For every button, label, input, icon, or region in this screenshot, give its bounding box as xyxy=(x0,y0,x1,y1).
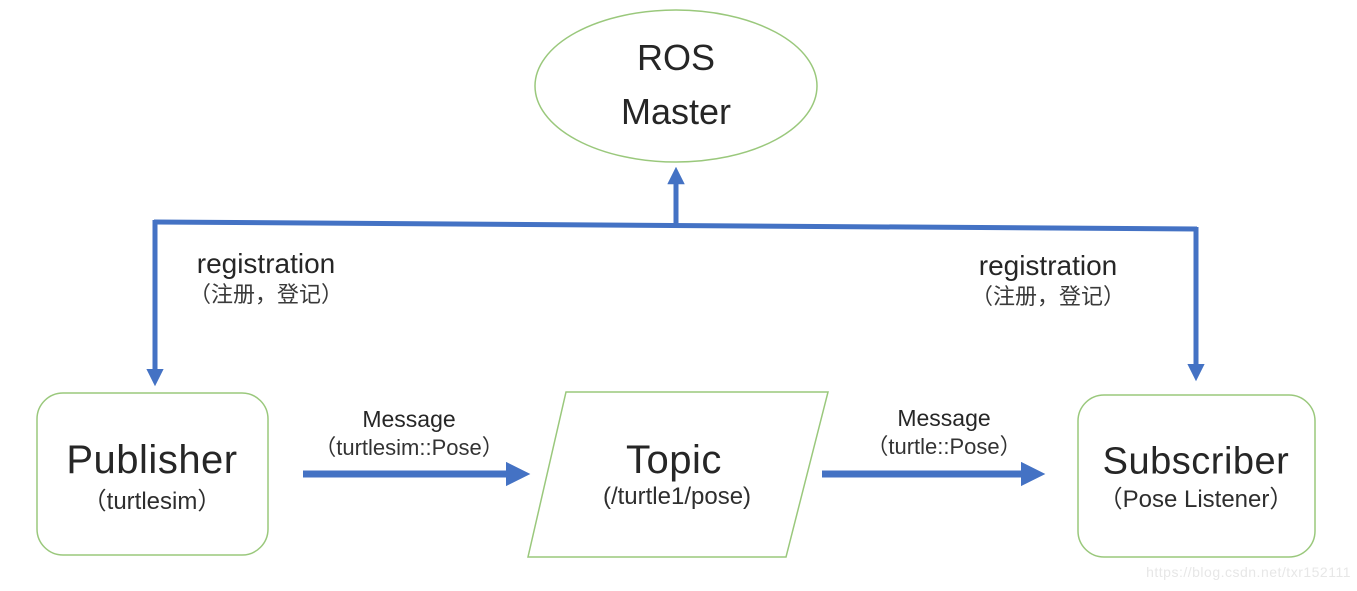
message-left-text: Message xyxy=(362,405,456,432)
subscriber-box xyxy=(1077,394,1316,558)
registration-left-text: registration xyxy=(196,247,336,279)
message-left-label: Message （turtlesim::Pose） xyxy=(314,405,504,461)
message-right-label: Message （turtle::Pose） xyxy=(866,404,1021,460)
ros-master-line1: ROS xyxy=(636,37,715,78)
subscriber-subtitle: （Pose Listener） xyxy=(1098,486,1294,513)
message-right-subtext: （turtle::Pose） xyxy=(866,433,1022,459)
ros-master-line2: Master xyxy=(620,91,732,132)
registration-right-text: registration xyxy=(978,249,1118,281)
publisher-subtitle: （turtlesim） xyxy=(82,488,222,515)
registration-right-subtext: （注册，登记） xyxy=(970,283,1126,309)
subscriber-title: Subscriber xyxy=(1102,440,1290,483)
message-left-subtext: （turtlesim::Pose） xyxy=(314,434,504,460)
csdn-watermark: https://blog.csdn.net/txr152111 xyxy=(1146,564,1351,580)
registration-left-label: registration （注册，登记） xyxy=(189,246,343,309)
registration-right-label: registration （注册，登记） xyxy=(971,248,1125,311)
topic-subtitle: (/turtle1/pose) xyxy=(602,483,752,510)
topic-parallelogram xyxy=(527,391,829,558)
ros-master-ellipse xyxy=(534,9,818,163)
topic-title: Topic xyxy=(626,438,722,482)
ros-master-label: ROS Master xyxy=(621,31,731,139)
publisher-box xyxy=(36,392,269,556)
publisher-title: Publisher xyxy=(66,438,238,482)
message-right-text: Message xyxy=(897,404,991,431)
registration-left-subtext: （注册，登记） xyxy=(188,281,344,307)
